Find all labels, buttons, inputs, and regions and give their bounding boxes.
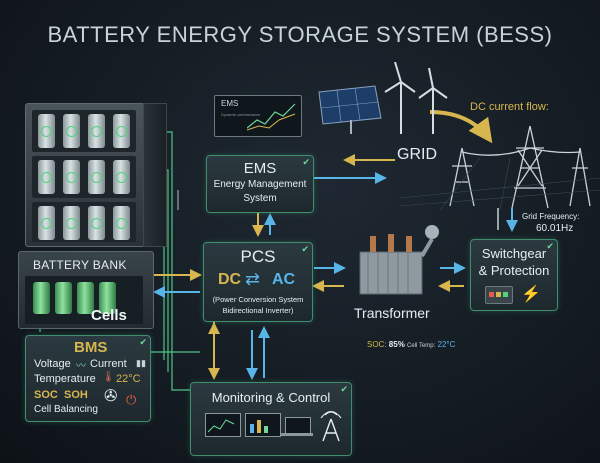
bms-panel[interactable]: ✔ BMS Voltage 〰 Current ▮▮ Temperature 🌡…: [25, 335, 151, 422]
battery-cell: [63, 114, 80, 148]
battery-cell: [63, 206, 80, 240]
grid-label: GRID: [397, 146, 437, 163]
battery-cell: [38, 114, 55, 148]
diagram-title: BATTERY ENERGY STORAGE SYSTEM (BESS): [47, 22, 553, 47]
check-icon: ✔: [546, 241, 554, 251]
ems-screen: EMS Dynamic performance: [214, 95, 302, 137]
status-soc-label: SOC:: [367, 340, 387, 349]
bms-current: Current: [90, 358, 127, 370]
bms-title: BMS: [74, 339, 108, 356]
lightning-shield-icon: ⚡: [521, 286, 541, 303]
dc-flow-arrow: [429, 110, 493, 144]
check-icon: ✔: [340, 384, 348, 394]
bidirectional-arrow-icon: ⇄: [245, 269, 261, 289]
bms-soh: SOH: [64, 389, 88, 401]
check-icon: ✔: [302, 157, 310, 167]
monitoring-title: Monitoring & Control: [211, 390, 331, 405]
battery-cell: [113, 114, 130, 148]
cells-label: Cells: [91, 307, 127, 324]
grid-frequency-value: 60.01Hz: [536, 223, 574, 234]
pcs-ac: AC: [272, 271, 296, 288]
monitoring-panel[interactable]: ✔ Monitoring & Control: [190, 382, 352, 456]
ems-title: EMS: [243, 160, 277, 177]
bms-soc: SOC: [34, 389, 58, 401]
sparkline-icon: [247, 103, 296, 131]
switchgear-panel[interactable]: ✔ Switchgear & Protection ⚡: [470, 239, 558, 311]
monitor-screen-icon: [245, 413, 281, 437]
battery-cell: [113, 206, 130, 240]
ems-line1: Energy Management: [213, 179, 307, 190]
battery-cell: [88, 114, 105, 148]
battery-cell: [38, 160, 55, 194]
status-soc-value: 85%: [388, 340, 405, 349]
solar-panel-icon: [318, 85, 382, 134]
transformer-label: Transformer: [354, 305, 430, 321]
ems-panel[interactable]: ✔ EMS Energy Management System: [206, 155, 314, 213]
bms-voltage: Voltage: [34, 358, 71, 370]
switchgear-line1: Switchgear: [481, 246, 547, 261]
battery-bank-label: BATTERY BANK: [33, 258, 127, 272]
status-line: SOC: 85% Cell Temp: 22°C: [367, 340, 455, 349]
pcs-panel[interactable]: ✔ PCS DC ⇄ AC (Power Conversion System B…: [203, 242, 313, 322]
rack-side: [143, 103, 167, 247]
battery-cell: [88, 206, 105, 240]
monitor-screen-icon: [205, 413, 241, 437]
status-temp-label: Cell Temp:: [407, 343, 436, 349]
ems-screen-subtitle: Dynamic performance: [221, 112, 261, 117]
bms-balancing: Cell Balancing: [34, 404, 98, 415]
battery-cell: [113, 160, 130, 194]
power-icon: ⏻: [126, 392, 137, 407]
grid-frequency-label: Grid Frequency:: [522, 212, 580, 221]
thermometer-icon: 🌡: [102, 372, 115, 383]
grid-towers-illustration: [400, 125, 600, 210]
pcs-title: PCS: [240, 247, 276, 266]
dc-flow-label: DC current flow:: [470, 101, 549, 113]
battery-cell: [88, 160, 105, 194]
pcs-line2: Bidirectional Inverter): [222, 306, 294, 315]
bms-temp-value: 22°C: [116, 373, 141, 385]
ems-line2: System: [243, 193, 277, 204]
transformer-icon: [359, 225, 439, 295]
fan-icon: ✇: [104, 388, 118, 405]
pcs-line1: (Power Conversion System: [212, 295, 304, 304]
breaker-icon: [485, 286, 513, 304]
trend-icon: 〰: [76, 361, 86, 372]
bms-temperature: Temperature: [34, 373, 96, 385]
switchgear-line2: & Protection: [478, 263, 550, 278]
battery-cell: [38, 206, 55, 240]
radio-tower-icon: [320, 410, 342, 442]
battery-bank: BATTERY BANK Cells: [18, 251, 154, 329]
bar-chart-icon: ▮▮: [136, 358, 146, 368]
status-temp-value: 22°C: [437, 340, 456, 349]
wind-turbine-icon: [384, 62, 448, 134]
pcs-dc: DC: [218, 271, 242, 288]
battery-rack: [25, 103, 145, 247]
renewables-illustration: [318, 62, 448, 134]
ems-screen-title: EMS: [221, 99, 239, 108]
check-icon: ✔: [301, 244, 309, 254]
check-icon: ✔: [139, 337, 147, 347]
battery-cell: [63, 160, 80, 194]
